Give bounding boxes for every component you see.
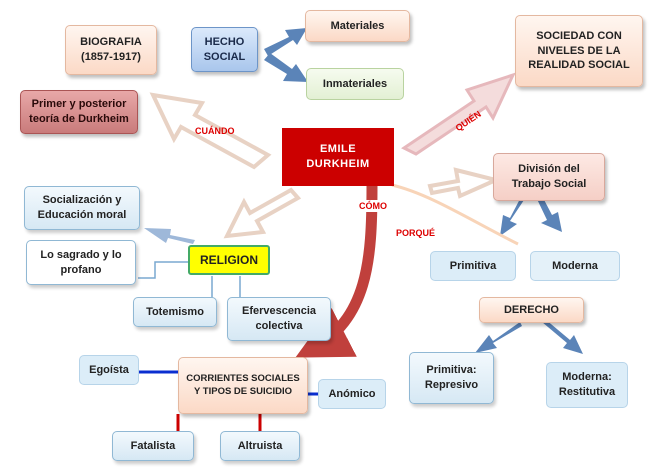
node-fatalista: Fatalista xyxy=(112,431,194,461)
label-como: CÓMO xyxy=(356,200,390,212)
arrow-materiales xyxy=(264,28,307,56)
node-religion: RELIGION xyxy=(188,245,270,275)
node-altruista: Altruista xyxy=(220,431,300,461)
connector-sagrado xyxy=(138,261,196,279)
node-moderna: Moderna xyxy=(530,251,620,281)
label-porque: PORQUÉ xyxy=(393,227,439,239)
arrow-derecho-primitiva xyxy=(475,322,522,353)
node-biografia: BIOGRAFIA (1857-1917) xyxy=(65,25,157,75)
node-efervescencia: Efervescencia colectiva xyxy=(227,297,331,341)
node-derecho: DERECHO xyxy=(479,297,584,323)
node-sociedad: SOCIEDAD CON NIVELES DE LA REALIDAD SOCI… xyxy=(515,15,643,87)
label-cuando: CUÁNDO xyxy=(195,126,235,136)
arrow-porque xyxy=(391,183,519,246)
node-materiales: Materiales xyxy=(305,10,410,42)
node-sagrado: Lo sagrado y lo profano xyxy=(26,240,136,285)
node-teoria: Primer y posterior teoría de Durkheim xyxy=(20,90,138,134)
node-inmateriales: Inmateriales xyxy=(306,68,404,100)
node-primitiva: Primitiva xyxy=(430,251,516,281)
arrow-division xyxy=(427,167,503,199)
node-egoista: Egoísta xyxy=(79,355,139,385)
node-corrientes: CORRIENTES SOCIALES Y TIPOS DE SUICIDIO xyxy=(178,357,308,414)
arrow-cuando xyxy=(149,92,272,170)
node-emile-durkheim: EMILE DURKHEIM xyxy=(282,128,394,186)
node-moderna-restitutiva: Moderna: Restitutiva xyxy=(546,362,628,408)
arrow-derecho-moderna xyxy=(542,319,583,354)
arrow-quien xyxy=(401,72,516,156)
arrow-primitiva xyxy=(500,197,524,236)
node-hecho-social: HECHO SOCIAL xyxy=(191,27,258,72)
node-totemismo: Totemismo xyxy=(133,297,217,327)
node-socializacion: Socialización y Educación moral xyxy=(24,186,140,230)
arrow-religion xyxy=(223,187,302,239)
node-primitiva-represivo: Primitiva: Represivo xyxy=(409,352,494,404)
arrow-socializacion xyxy=(144,228,195,244)
arrow-inmateriales xyxy=(264,53,308,82)
node-division: División del Trabajo Social xyxy=(493,153,605,201)
node-anomico: Anómico xyxy=(318,379,386,409)
arrow-moderna xyxy=(536,194,562,232)
